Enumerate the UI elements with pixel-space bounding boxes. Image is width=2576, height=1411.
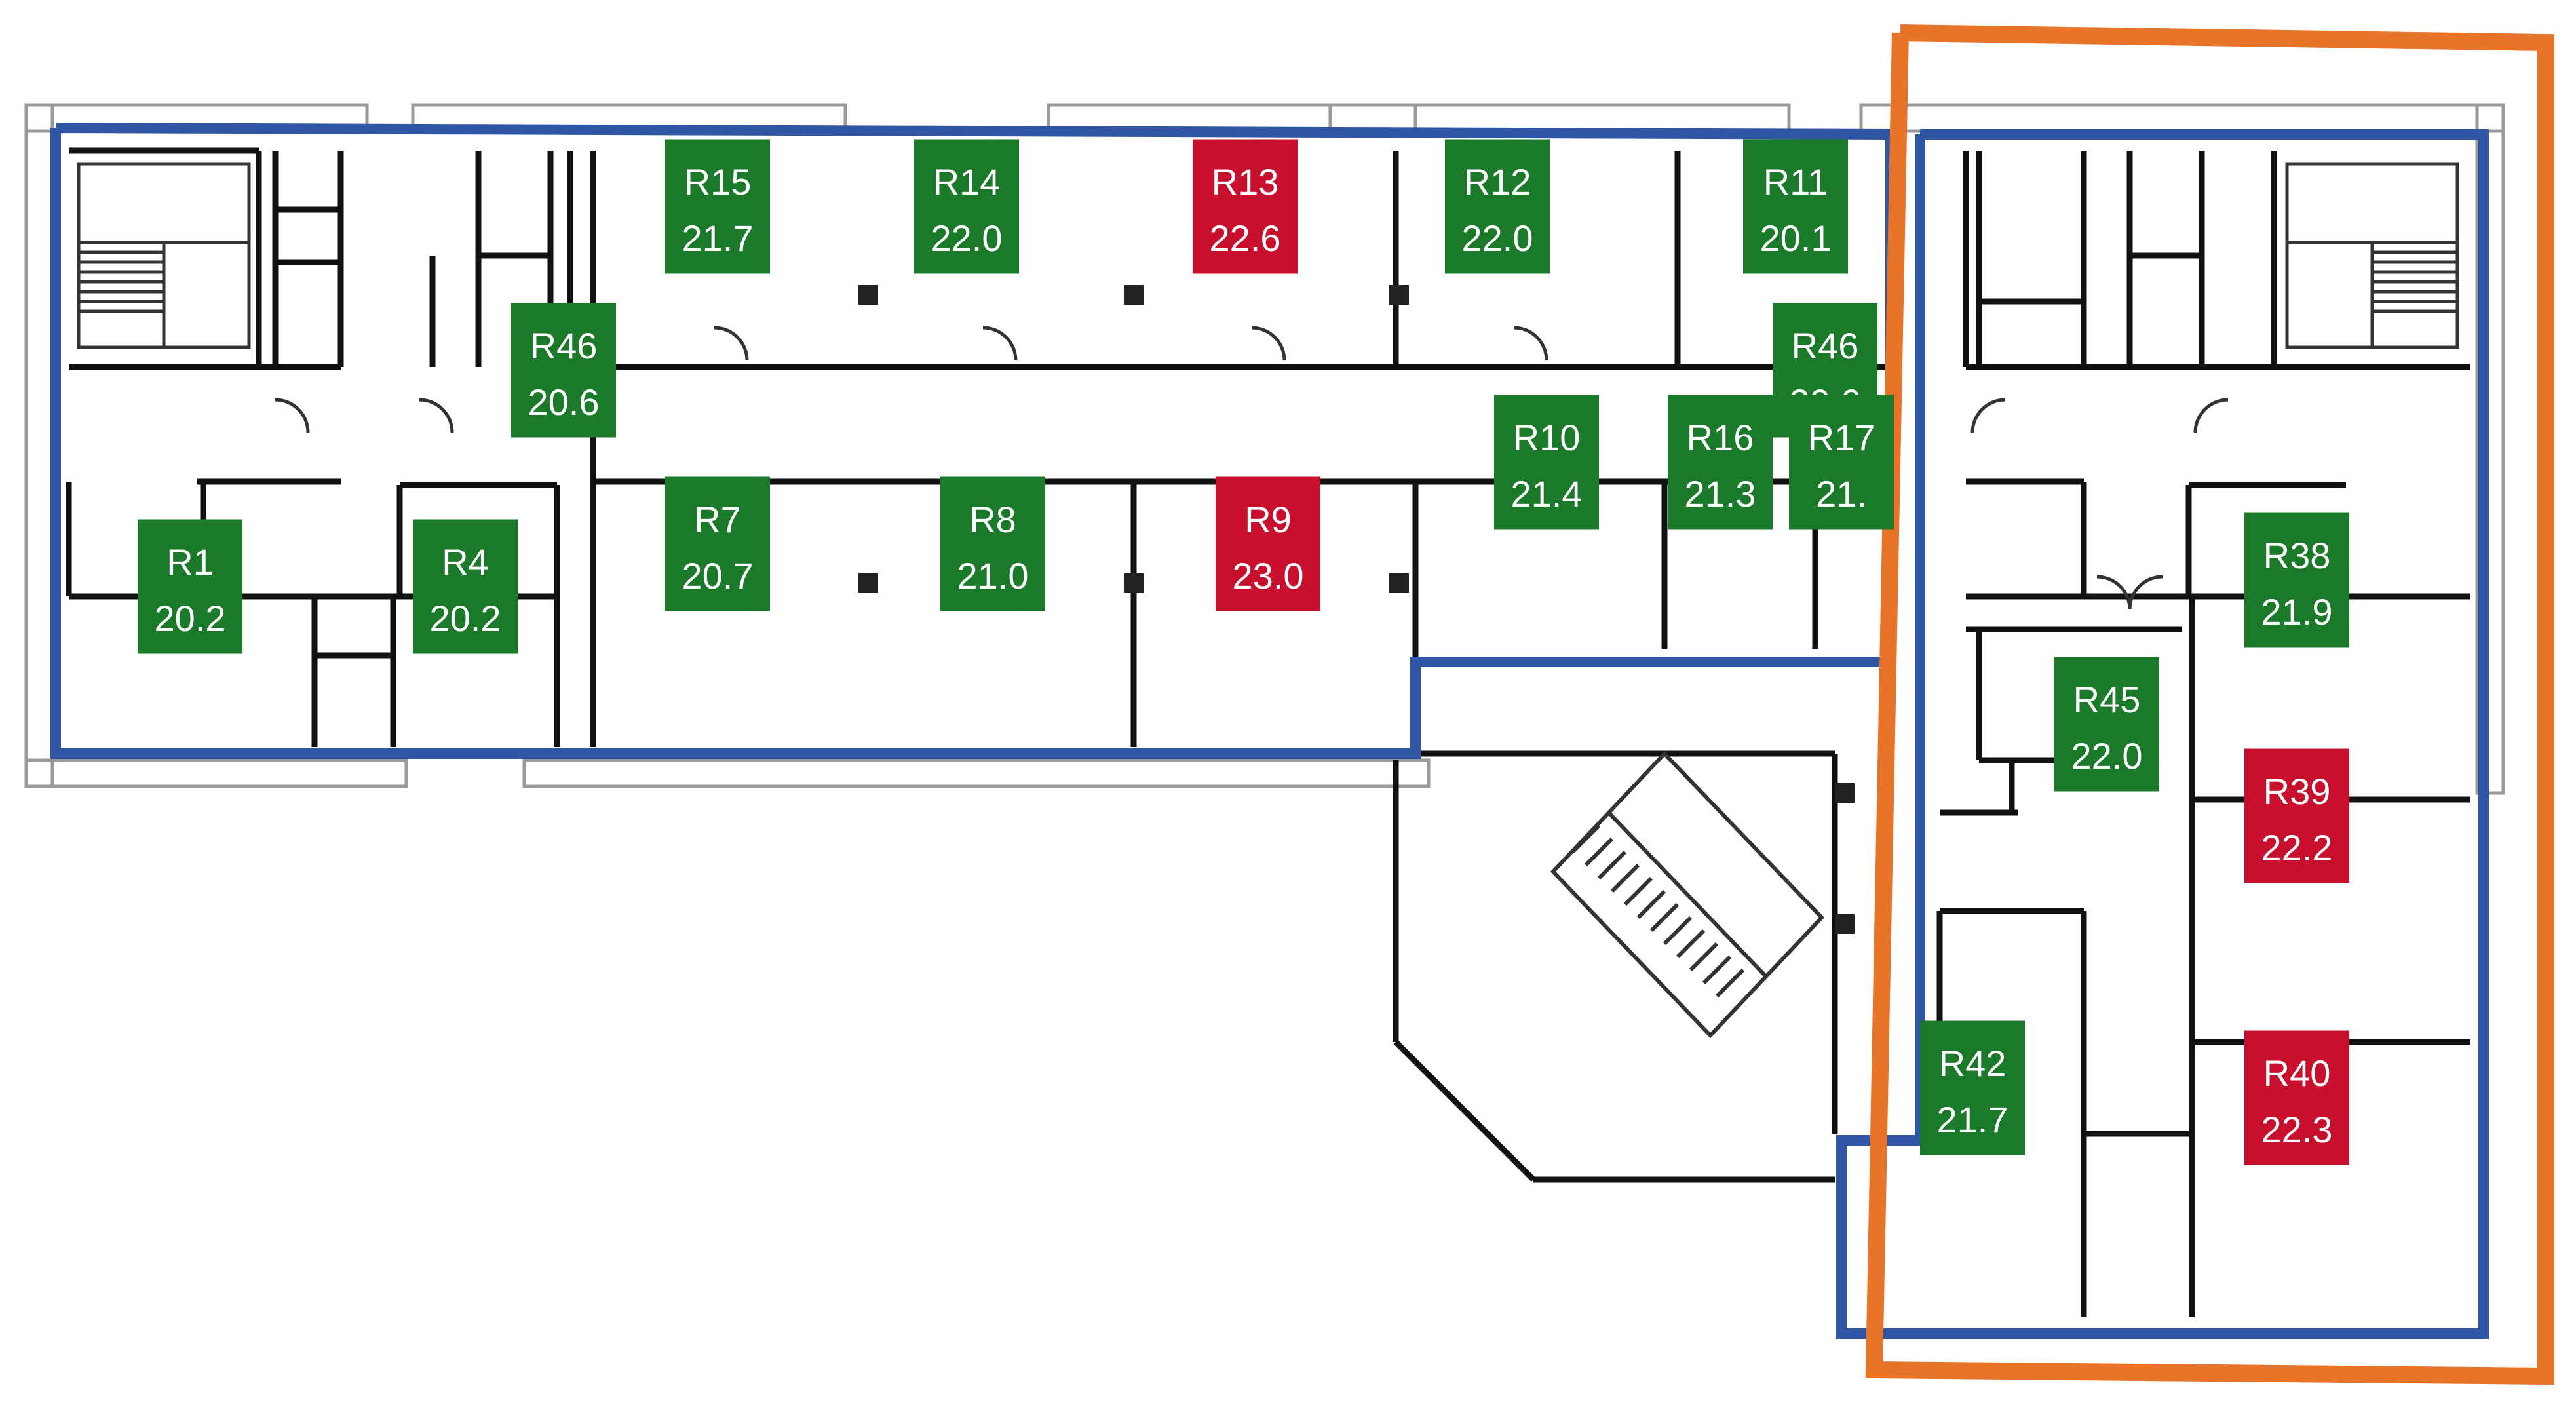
room-id: R46 [1792, 325, 1859, 366]
room-badge [2244, 748, 2349, 883]
room-id: R9 [1244, 499, 1292, 540]
room-temperature: 20.2 [155, 598, 226, 639]
room-marker-r40: R40 22.3 [2244, 1030, 2349, 1165]
room-marker-r7: R7 20.7 [665, 476, 770, 611]
room-id: R40 [2263, 1053, 2331, 1094]
room-badge [1216, 476, 1320, 611]
room-temperature: 23.0 [1233, 555, 1304, 596]
room-temperature: 22.0 [2071, 735, 2143, 777]
room-badge [1193, 139, 1298, 274]
room-badge [1743, 139, 1848, 274]
room-temperature: 22.6 [1210, 218, 1281, 259]
room-temperature: 20.7 [682, 555, 754, 596]
room-id: R39 [2263, 771, 2331, 812]
room-marker-r11: R11 20.1 [1743, 139, 1848, 274]
room-marker-r8: R8 21.0 [940, 476, 1045, 611]
room-marker-r39: R39 22.2 [2244, 748, 2349, 883]
room-id: R46 [530, 325, 598, 366]
room-marker-r45: R45 22.0 [2054, 657, 2159, 792]
room-id: R4 [442, 541, 489, 583]
room-temperature: 21.3 [1685, 473, 1756, 514]
room-id: R10 [1513, 417, 1581, 458]
room-marker-r9: R9 23.0 [1216, 476, 1320, 611]
room-marker-r42: R42 21.7 [1920, 1020, 2025, 1155]
room-marker-r10: R10 21.4 [1494, 395, 1599, 530]
room-badge [413, 519, 518, 654]
room-badge [2244, 512, 2349, 648]
room-temperature: 22.3 [2261, 1109, 2333, 1150]
room-id: R38 [2263, 535, 2331, 576]
room-id: R17 [1808, 417, 1875, 458]
room-badge [1668, 395, 1773, 530]
room-id: R15 [684, 161, 752, 203]
room-id: R1 [166, 541, 214, 583]
room-id: R42 [1939, 1043, 2007, 1084]
highlight-outline [1865, 24, 2554, 1385]
room-marker-r13: R13 22.6 [1193, 139, 1298, 274]
room-temperature: 21.4 [1511, 473, 1583, 514]
room-id: R11 [1763, 161, 1828, 203]
room-badge [2054, 657, 2159, 792]
room-id: R8 [969, 499, 1016, 540]
room-temperature: 21.9 [2261, 591, 2333, 632]
room-temperature: 21. [1816, 473, 1867, 514]
room-badge [1920, 1020, 2025, 1155]
room-temperature: 22.2 [2261, 827, 2333, 868]
room-badge [138, 519, 242, 654]
atrium-stair [1550, 750, 1825, 1039]
room-marker-r12: R12 22.0 [1445, 139, 1550, 274]
room-temperature: 21.7 [1937, 1099, 2009, 1140]
room-badge [665, 476, 770, 611]
room-temperature: 20.6 [528, 381, 600, 423]
room-marker-r46: R46 20.6 [511, 303, 616, 438]
room-temperature: 21.7 [682, 218, 754, 259]
stairwell-west [77, 162, 251, 349]
room-badge [914, 139, 1019, 274]
room-temperature: 22.0 [1462, 218, 1533, 259]
room-badge [1445, 139, 1550, 274]
room-marker-r16: R16 21.3 [1668, 395, 1773, 530]
room-temperature: 20.1 [1760, 218, 1832, 259]
room-badge [1789, 395, 1894, 530]
room-id: R14 [933, 161, 1001, 203]
stairwell-east [2285, 162, 2459, 349]
room-marker-r15: R15 21.7 [665, 139, 770, 274]
room-temperature: 22.0 [931, 218, 1003, 259]
room-id: R45 [2073, 679, 2141, 720]
room-temperature: 21.0 [957, 555, 1029, 596]
room-id: R7 [694, 499, 741, 540]
room-marker-r14: R14 22.0 [914, 139, 1019, 274]
room-badge [1494, 395, 1599, 530]
room-badge [511, 303, 616, 438]
room-marker-r38: R38 21.9 [2244, 512, 2349, 648]
room-id: R12 [1464, 161, 1531, 203]
room-badge [2244, 1030, 2349, 1165]
room-id: R16 [1687, 417, 1754, 458]
room-badge [940, 476, 1045, 611]
interior-walls [66, 147, 2470, 1317]
room-temperature: 20.2 [430, 598, 501, 639]
room-marker-r4: R4 20.2 [413, 519, 518, 654]
room-id: R13 [1212, 161, 1279, 203]
room-marker-r1: R1 20.2 [138, 519, 242, 654]
room-badge [665, 139, 770, 274]
